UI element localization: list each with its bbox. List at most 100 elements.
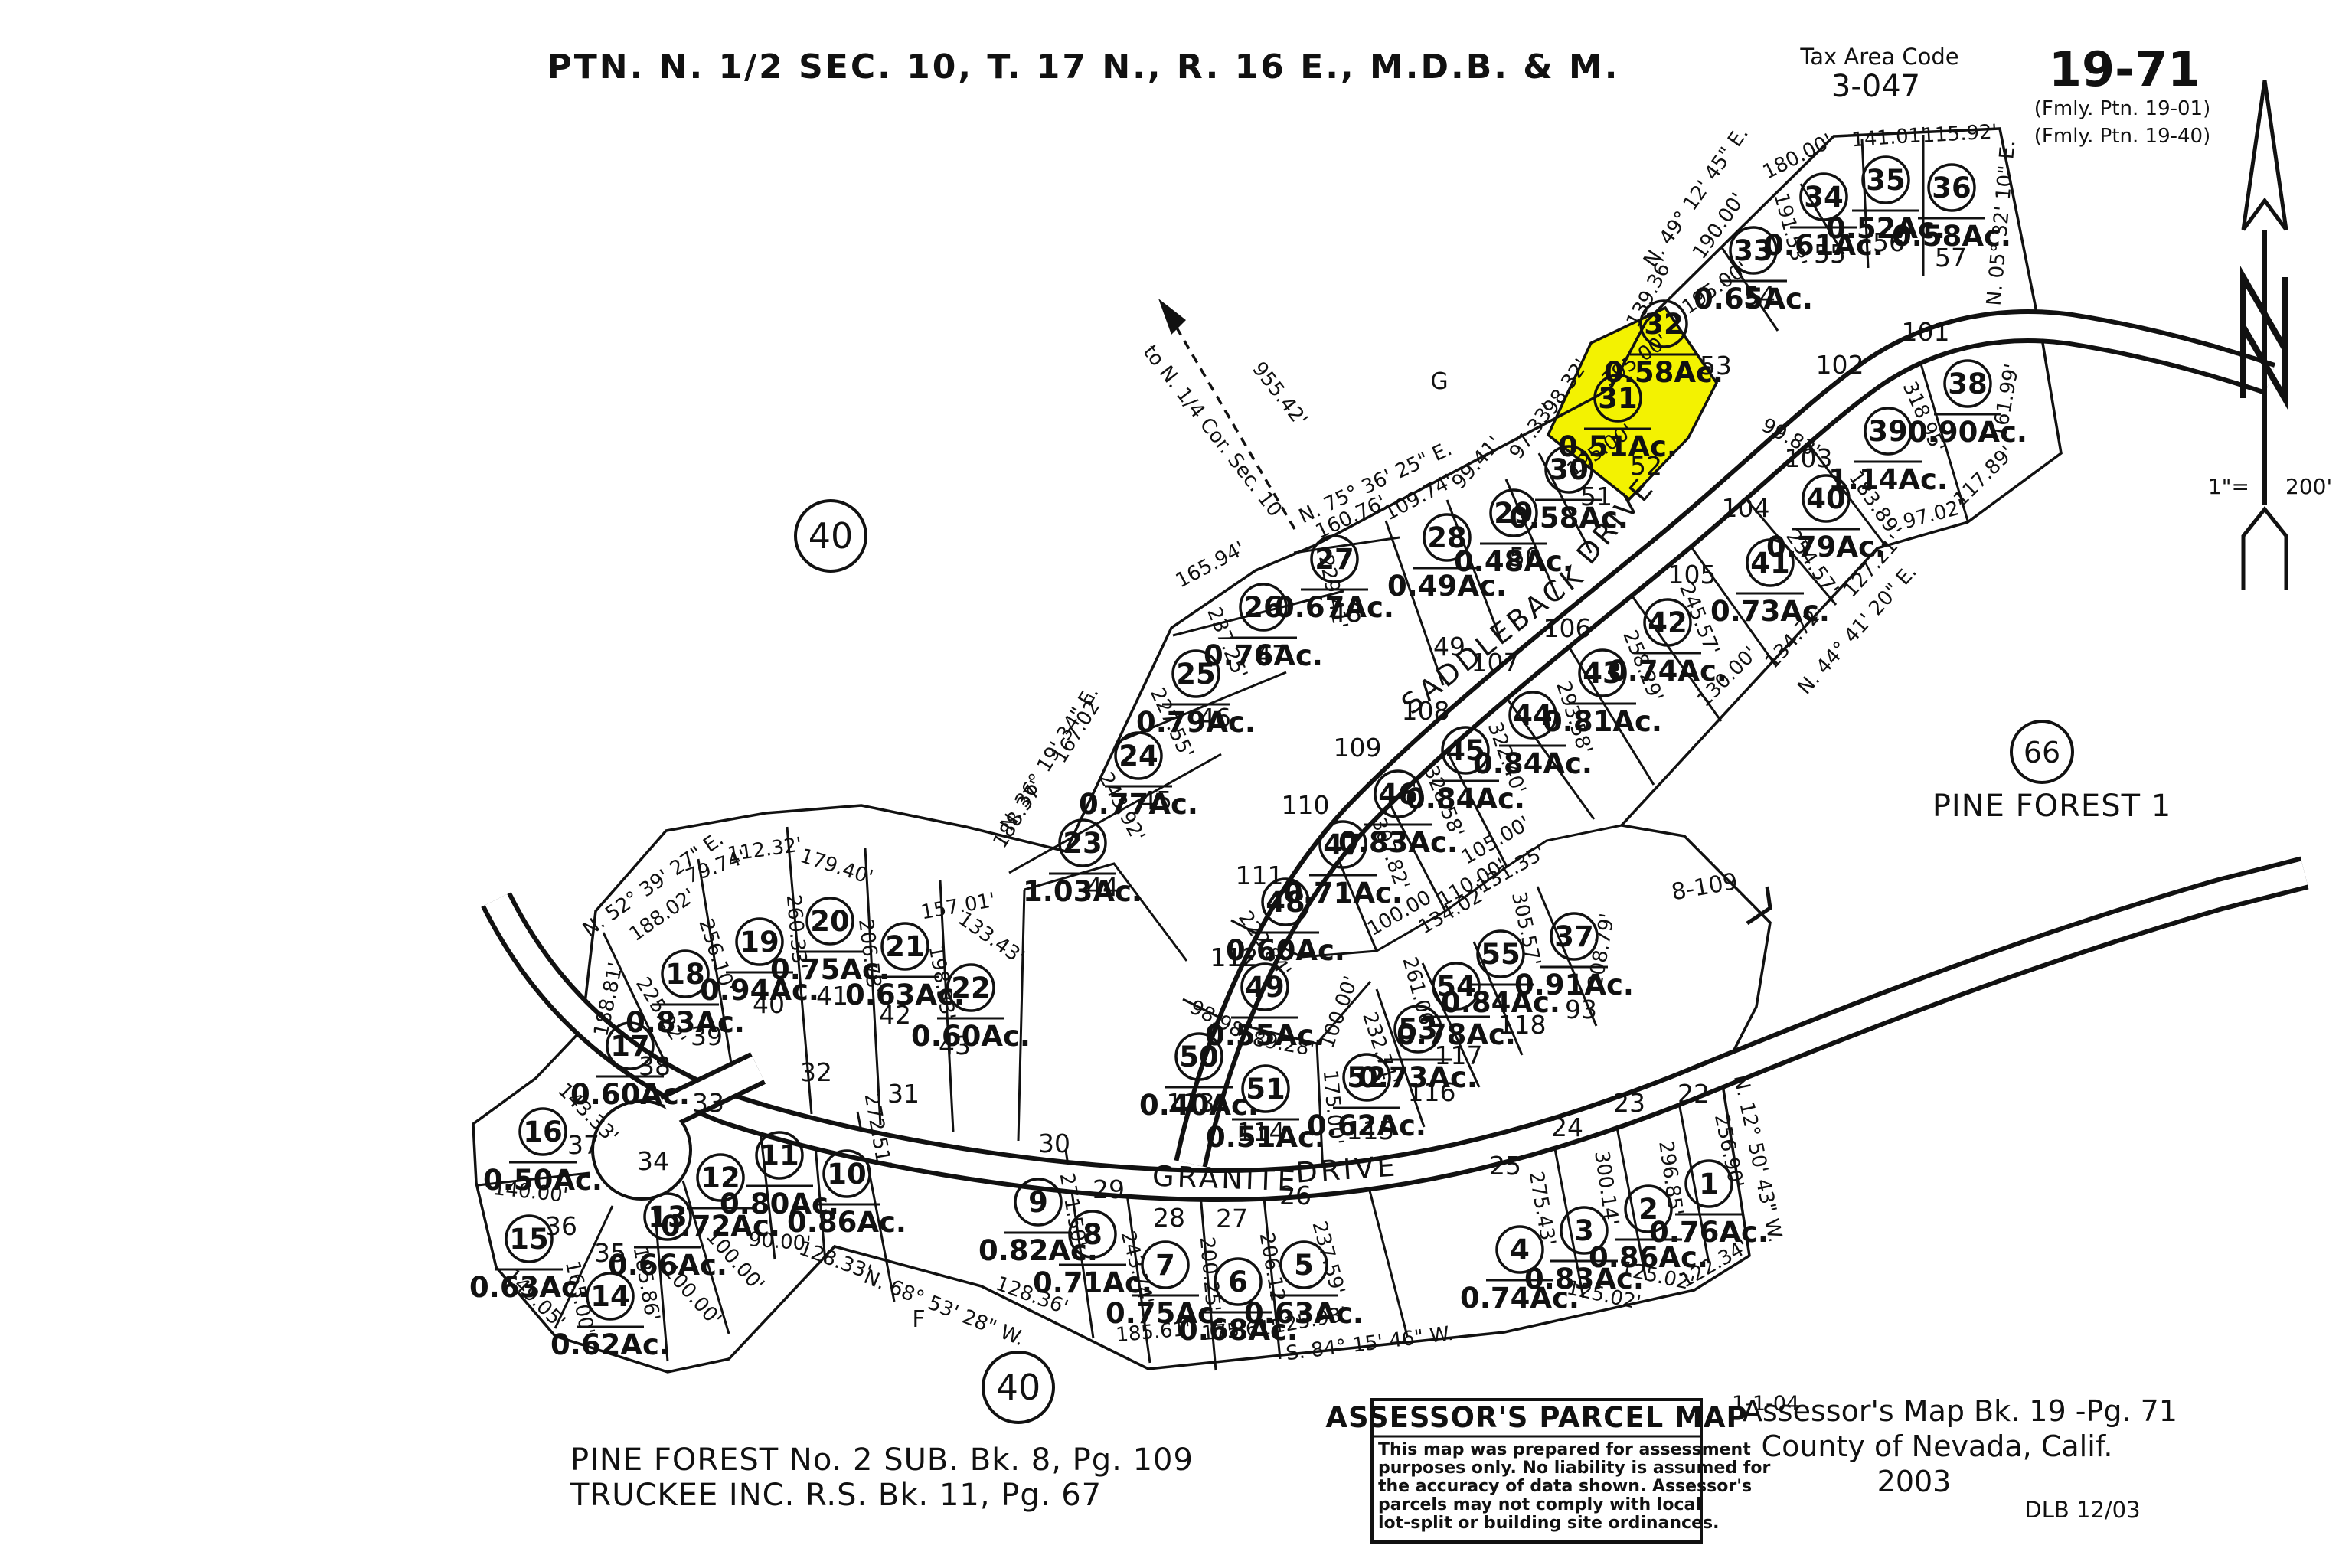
parcel-54: 540.78Ac.117 [1396,962,1516,1070]
parcel-number-circle [586,1272,635,1321]
parcel-number: 52 [1347,1061,1387,1094]
lot-number: 43 [939,1031,971,1060]
parcel-number: 42 [1648,606,1687,639]
pine-forest-1-label: PINE FOREST 1 [1932,789,2171,824]
parcel-19: 190.94Ac.40 [700,917,819,1019]
parcel-number: 26 [1243,591,1283,624]
parcel-24: 240.77Ac.45 [1079,731,1198,821]
parcel-number: 13 [648,1200,688,1233]
parcel-42: 420.74Ac.105 [1608,560,1727,688]
subdivision-note-1: PINE FOREST No. 2 SUB. Bk. 8, Pg. 109 [570,1442,1194,1478]
parcel-55: 550.84Ac.118 [1441,929,1560,1040]
lot-number: 51 [1580,482,1612,511]
parcel-number-circle [1240,962,1289,1011]
parcel-number: 41 [1750,547,1790,580]
parcel-20: 200.75Ac.41 [770,897,890,1011]
lot-number: 52 [1630,451,1662,481]
parcel-number: 19 [740,926,779,959]
parcel-number-circle [1374,769,1423,818]
parcel-number: 48 [1266,886,1305,919]
parcel-number: 9 [1028,1186,1048,1219]
lot-number: 37 [567,1130,599,1160]
tax-area-code-label: Tax Area Code [1799,44,1958,70]
bearing-label: 128.33' [796,1237,874,1285]
parcel-52: 520.62Ac.115 [1307,1053,1426,1145]
parcel-acreage: 0.90Ac. [1908,416,2027,449]
parcel-49: 490.55Ac.112 [1205,942,1325,1052]
block-letter-g: G [1430,368,1448,395]
parcel-acreage: 1.03Ac. [1023,875,1142,908]
parcel-number-circle [606,1021,655,1070]
parcel-acreage: 0.58Ac. [1509,501,1628,534]
parcel-number: 55 [1481,938,1521,971]
road-label-granite: GRANITE [1152,1160,1298,1198]
lot-number: 101 [1902,317,1950,347]
parcel-number-circle [1508,691,1557,740]
lot-number: 40 [753,989,785,1019]
assessor-stamp: ASSESSOR'S PARCEL MAP This map was prepa… [1325,1398,1770,1544]
parcel-acreage: 0.84Ac. [1473,747,1592,780]
tax-area-code-value: 3-047 [1831,69,1920,104]
lot-number: 102 [1816,350,1864,380]
parcel-12: 120.72Ac.33 [661,1088,780,1243]
parcel-number-circle [805,897,854,946]
stamp-date: 1-1-04 [1732,1392,1799,1416]
formerly-note-1: (Fmly. Ptn. 19-01) [2034,97,2210,120]
parcel-acreage: 0.86Ac. [1589,1241,1708,1274]
parcel-41: 410.73Ac.104 [1710,493,1830,628]
parcel-11: 110.80Ac.32 [720,1057,839,1220]
lot-number: 42 [879,1000,911,1030]
lot-number: 117 [1435,1040,1483,1070]
lot-number: 32 [800,1057,832,1087]
parcel-acreage: 0.66Ac. [608,1249,727,1282]
parcel-number: 36 [1932,172,1971,204]
parcel-30: 300.58Ac.51 [1509,445,1628,534]
parcel-44: 440.84Ac.107 [1472,648,1592,780]
parcel-number-circle [1241,1064,1290,1113]
adjacent-ref-8-109: 8-109 [1669,868,1772,926]
parcel-number-circle [1643,598,1692,647]
assessor-stamp-line-3: the accuracy of data shown. Assessor's [1378,1477,1752,1496]
parcel-acreage: 0.50Ac. [483,1164,603,1197]
parcel-acreage: 0.48Ac. [1454,545,1573,578]
parcel-number: 44 [1513,699,1553,732]
section-corner-arrow [1158,299,1296,530]
svg-text:66: 66 [2024,736,2060,769]
parcel-number-circle [1489,488,1538,537]
road-label-granite-drive: DRIVE [1295,1149,1399,1189]
lot-number: 41 [816,981,848,1011]
bearing-label: 97.02' [1901,495,1968,534]
parcel-13: 130.66Ac.34 [608,1146,727,1282]
parcel-number: 22 [951,972,991,1004]
parcel-number: 38 [1948,368,1988,400]
parcel-number-circle [1441,726,1490,775]
parcel-acreage: 0.84Ac. [1406,782,1525,815]
parcel-26: 260.76Ac.47 [1204,583,1323,672]
parcel-acreage: 0.49Ac. [1387,570,1507,603]
parcel-28: 280.49Ac.49 [1387,513,1507,662]
parcel-acreage: 0.58Ac. [1604,356,1723,389]
parcel-number: 24 [1119,740,1158,773]
parcel-acreage: 0.65Ac. [1694,283,1813,315]
parcel-27: 270.67Ac.48 [1275,534,1394,628]
parcel-acreage: 0.73Ac. [1358,1061,1478,1094]
parcel-acreage: 0.62Ac. [1307,1109,1426,1142]
parcel-number-circle [1476,929,1525,978]
parcel-37: 370.91Ac.93 [1514,912,1634,1024]
lot-number: 29 [1093,1174,1125,1204]
lot-number: 116 [1408,1077,1456,1107]
parcel-45: 450.84Ac.108 [1402,696,1525,815]
parcel-number-circle [1114,731,1163,780]
formerly-note-2: (Fmly. Ptn. 19-40) [2034,125,2210,148]
assessor-stamp-line-1: This map was prepared for assessment [1378,1440,1751,1459]
assessor-stamp-line-2: purposes only. No liability is assumed f… [1378,1459,1770,1478]
lot-number: 56 [1873,227,1905,257]
parcel-53: 530.73Ac.116 [1358,1004,1478,1107]
drafter-initials: DLB 12/03 [2024,1497,2140,1523]
parcel-6: 60.68Ac.27 [1178,1204,1298,1347]
parcel-acreage: 0.51Ac. [1206,1121,1325,1154]
parcel-number: 20 [810,905,850,938]
parcel-22: 220.60Ac.43 [911,963,1031,1060]
bearing-label: 179.40' [797,844,876,890]
parcel-number: 47 [1323,828,1363,861]
